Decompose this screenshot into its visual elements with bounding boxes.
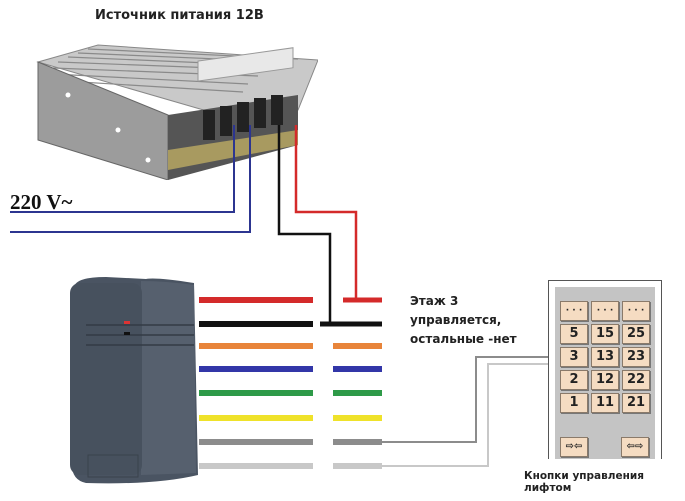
floor-button[interactable]: · · ·	[591, 301, 619, 321]
elevator-panel-label: Кнопки управления лифтом	[524, 470, 644, 494]
mains-wire-2	[10, 125, 251, 233]
gray-wire-to-floor-3	[382, 356, 555, 443]
power-supply-title: Источник питания 12В	[95, 8, 264, 23]
note-line: управляется,	[410, 313, 502, 327]
floor-button[interactable]: 12	[591, 370, 619, 390]
card-reader-image	[66, 275, 201, 485]
floor-button[interactable]: 15	[591, 324, 619, 344]
door-close-button[interactable]: ⇦⇨	[621, 437, 649, 457]
floor-button[interactable]: · · ·	[622, 301, 650, 321]
note-line: остальные -нет	[410, 332, 517, 346]
mains-voltage-label: 220 V~	[10, 190, 73, 214]
floor-button[interactable]: 3	[560, 347, 588, 367]
floor-button[interactable]: 22	[622, 370, 650, 390]
floor-button[interactable]: 5	[560, 324, 588, 344]
note-line: Этаж 3	[410, 294, 459, 308]
floor-button[interactable]: 1	[560, 393, 588, 413]
floor-button[interactable]: 25	[622, 324, 650, 344]
psu-positive-wire	[294, 125, 358, 300]
floor-button[interactable]: 13	[591, 347, 619, 367]
power-supply-image	[28, 40, 319, 181]
psu-negative-wire	[277, 125, 332, 324]
floor-button[interactable]: 21	[622, 393, 650, 413]
floor-button[interactable]: · · ·	[560, 301, 588, 321]
light-gray-wire-to-floor-3	[382, 363, 555, 467]
floor-button[interactable]: 11	[591, 393, 619, 413]
floor-button[interactable]: 23	[622, 347, 650, 367]
mains-wire-1	[10, 125, 235, 213]
floor-button[interactable]: 2	[560, 370, 588, 390]
wiring-note: Этаж 3 управляется, остальные -нет	[410, 292, 530, 349]
door-open-button[interactable]: ⇨⇦	[560, 437, 588, 457]
